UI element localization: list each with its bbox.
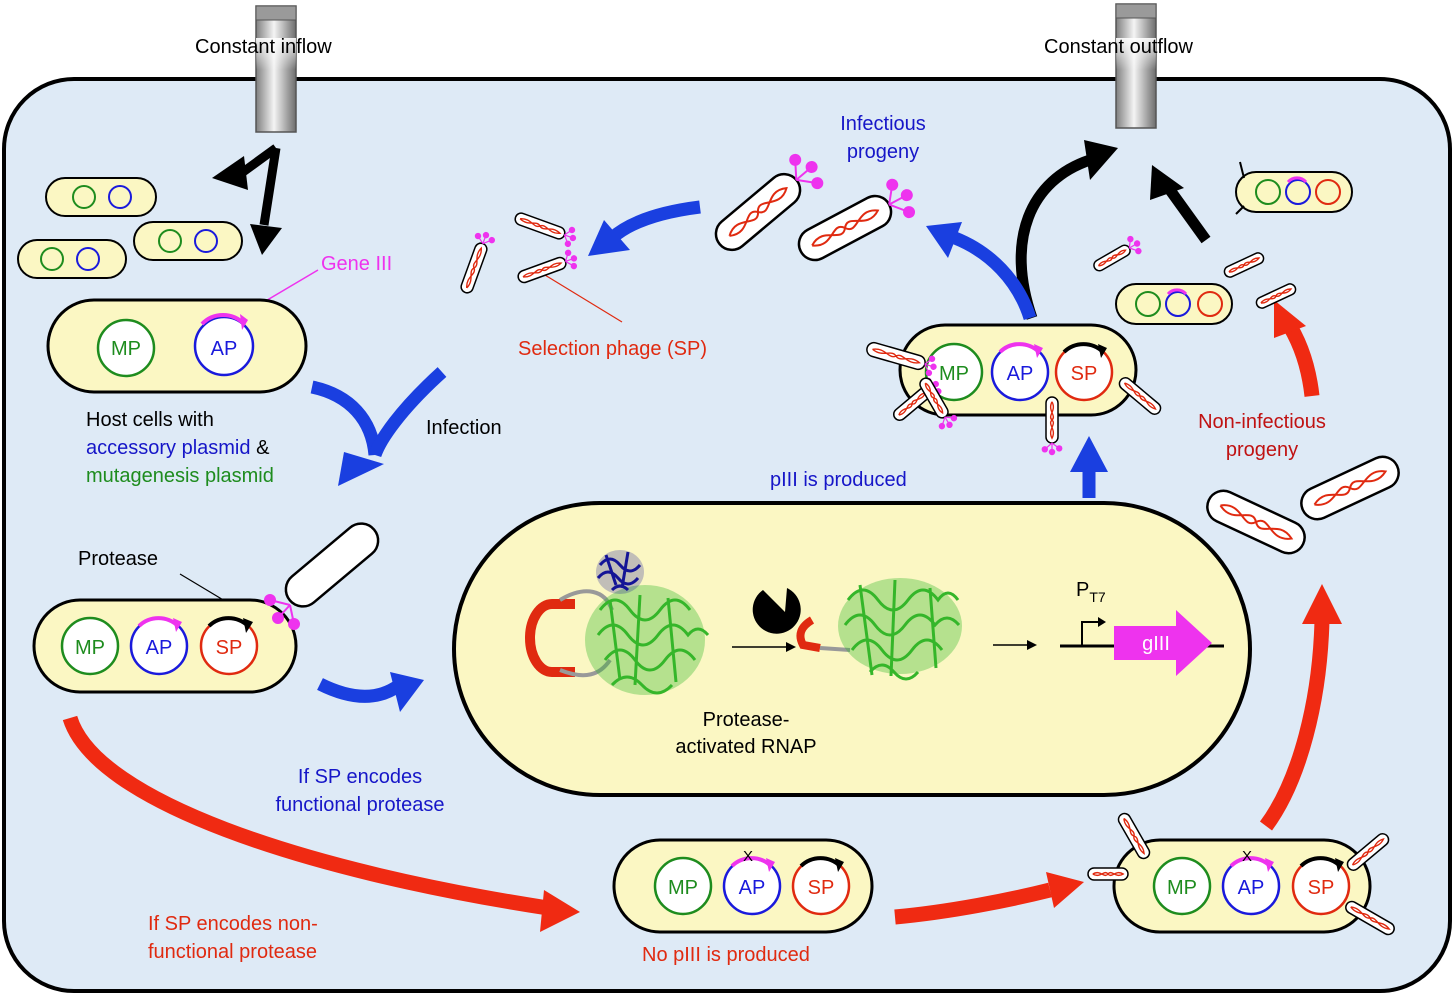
- mutation-mark-1: X: [743, 848, 753, 865]
- inflow-tube: [255, 5, 297, 133]
- giii-label: gIII: [1142, 633, 1170, 655]
- attached-phage-5: [1118, 377, 1162, 415]
- host-cells-label-1: Host cells with: [86, 409, 214, 431]
- noninf-attached-2: [1087, 867, 1129, 881]
- selection-phage-3: [517, 249, 578, 284]
- red-arrows: [62, 300, 1342, 932]
- infection-label: Infection: [426, 417, 502, 439]
- nopiii-ap-label: AP: [739, 877, 766, 899]
- giii-gene: [1114, 610, 1212, 676]
- noninfectious-phage-1: [1223, 252, 1265, 278]
- infectious-progeny-label-1: Infectious: [840, 113, 926, 135]
- noninf-ap-label: AP: [1238, 877, 1265, 899]
- central-cell: [452, 501, 1252, 797]
- infected-mp-label: MP: [75, 637, 105, 659]
- small-host-cells: [17, 177, 243, 279]
- noninfectious-phage-large-2: [1206, 489, 1306, 555]
- host-cells-label-2: accessory plasmid &: [86, 437, 270, 459]
- outflow-tube: [1115, 3, 1157, 129]
- infected-sp-label: SP: [216, 637, 243, 659]
- infected-cell: [32, 522, 380, 694]
- nonfunctional-label-2: functional protease: [148, 941, 317, 963]
- infectious-progeny-label-2: progeny: [847, 141, 919, 163]
- nopiii-mp-label: MP: [668, 877, 698, 899]
- noninfectious-label-1: Non-infectious: [1198, 411, 1326, 433]
- attached-phage-4: [1041, 396, 1063, 456]
- attached-phage-1: [866, 341, 937, 377]
- nonfunctional-label-1: If SP encodes non-: [148, 913, 318, 935]
- inflow-arrows: [212, 144, 282, 255]
- noninf-mp-label: MP: [1167, 877, 1197, 899]
- rnap-structure-active: [838, 578, 962, 681]
- producing-sp-label: SP: [1071, 363, 1098, 385]
- mutation-mark-2: X: [1242, 848, 1252, 865]
- noninf-attached-4: [1345, 900, 1395, 936]
- nopiii-sp-label: SP: [808, 877, 835, 899]
- rnap-label-1: Protease-: [703, 709, 790, 731]
- promoter-label: PT7: [1076, 579, 1106, 605]
- phage-layer: [460, 153, 1400, 936]
- no-piii-label: No pIII is produced: [642, 944, 810, 966]
- noninfectious-label-2: progeny: [1226, 439, 1298, 461]
- piii-produced-label: pIII is produced: [770, 469, 907, 491]
- outflow-label: Constant outflow: [1044, 36, 1194, 58]
- blue-arrows: [310, 200, 1108, 712]
- sp-pointer: [539, 271, 623, 323]
- selection-phage-label: Selection phage (SP): [518, 338, 707, 360]
- producing-cell: [898, 323, 1138, 417]
- promoter-main: P: [1076, 579, 1089, 601]
- selection-phage-2: [460, 231, 496, 294]
- selection-phage-1: [514, 212, 577, 248]
- inflow-label: Constant inflow: [195, 36, 332, 58]
- progeny-phage-small: [1093, 235, 1142, 272]
- attached-phage-3: [919, 377, 958, 430]
- host-ap-label: AP: [211, 338, 238, 360]
- noninfectious-producing-cell: [1112, 838, 1372, 934]
- gene-iii-label: Gene III: [321, 253, 392, 275]
- noninfectious-phage-2: [1255, 283, 1297, 309]
- noninf-attached-3: [1346, 833, 1390, 871]
- protease-label: Protease: [78, 548, 158, 570]
- infectious-phage-large-1: [714, 153, 824, 252]
- functional-label-2: functional protease: [275, 794, 444, 816]
- noninf-sp-label: SP: [1308, 877, 1335, 899]
- ampersand-text: &: [251, 437, 271, 459]
- producing-ap-label: AP: [1007, 363, 1034, 385]
- producing-mp-label: MP: [939, 363, 969, 385]
- host-mp-label: MP: [111, 338, 141, 360]
- rnap-label-2: activated RNAP: [675, 736, 816, 758]
- host-cells-label-3: mutagenesis plasmid: [86, 465, 274, 487]
- rnap-structure-inactive: [585, 550, 710, 695]
- promoter-subscript: T7: [1089, 589, 1106, 605]
- infectious-phage-large-2: [797, 178, 916, 262]
- non-producing-cell: [612, 838, 874, 934]
- accessory-plasmid-text: accessory plasmid: [86, 437, 251, 459]
- infected-ap-label: AP: [146, 637, 173, 659]
- small-infected-cells: [1115, 161, 1353, 325]
- noninfectious-phage-large-1: [1300, 455, 1400, 521]
- host-cell: [46, 298, 308, 394]
- functional-label-1: If SP encodes: [298, 766, 422, 788]
